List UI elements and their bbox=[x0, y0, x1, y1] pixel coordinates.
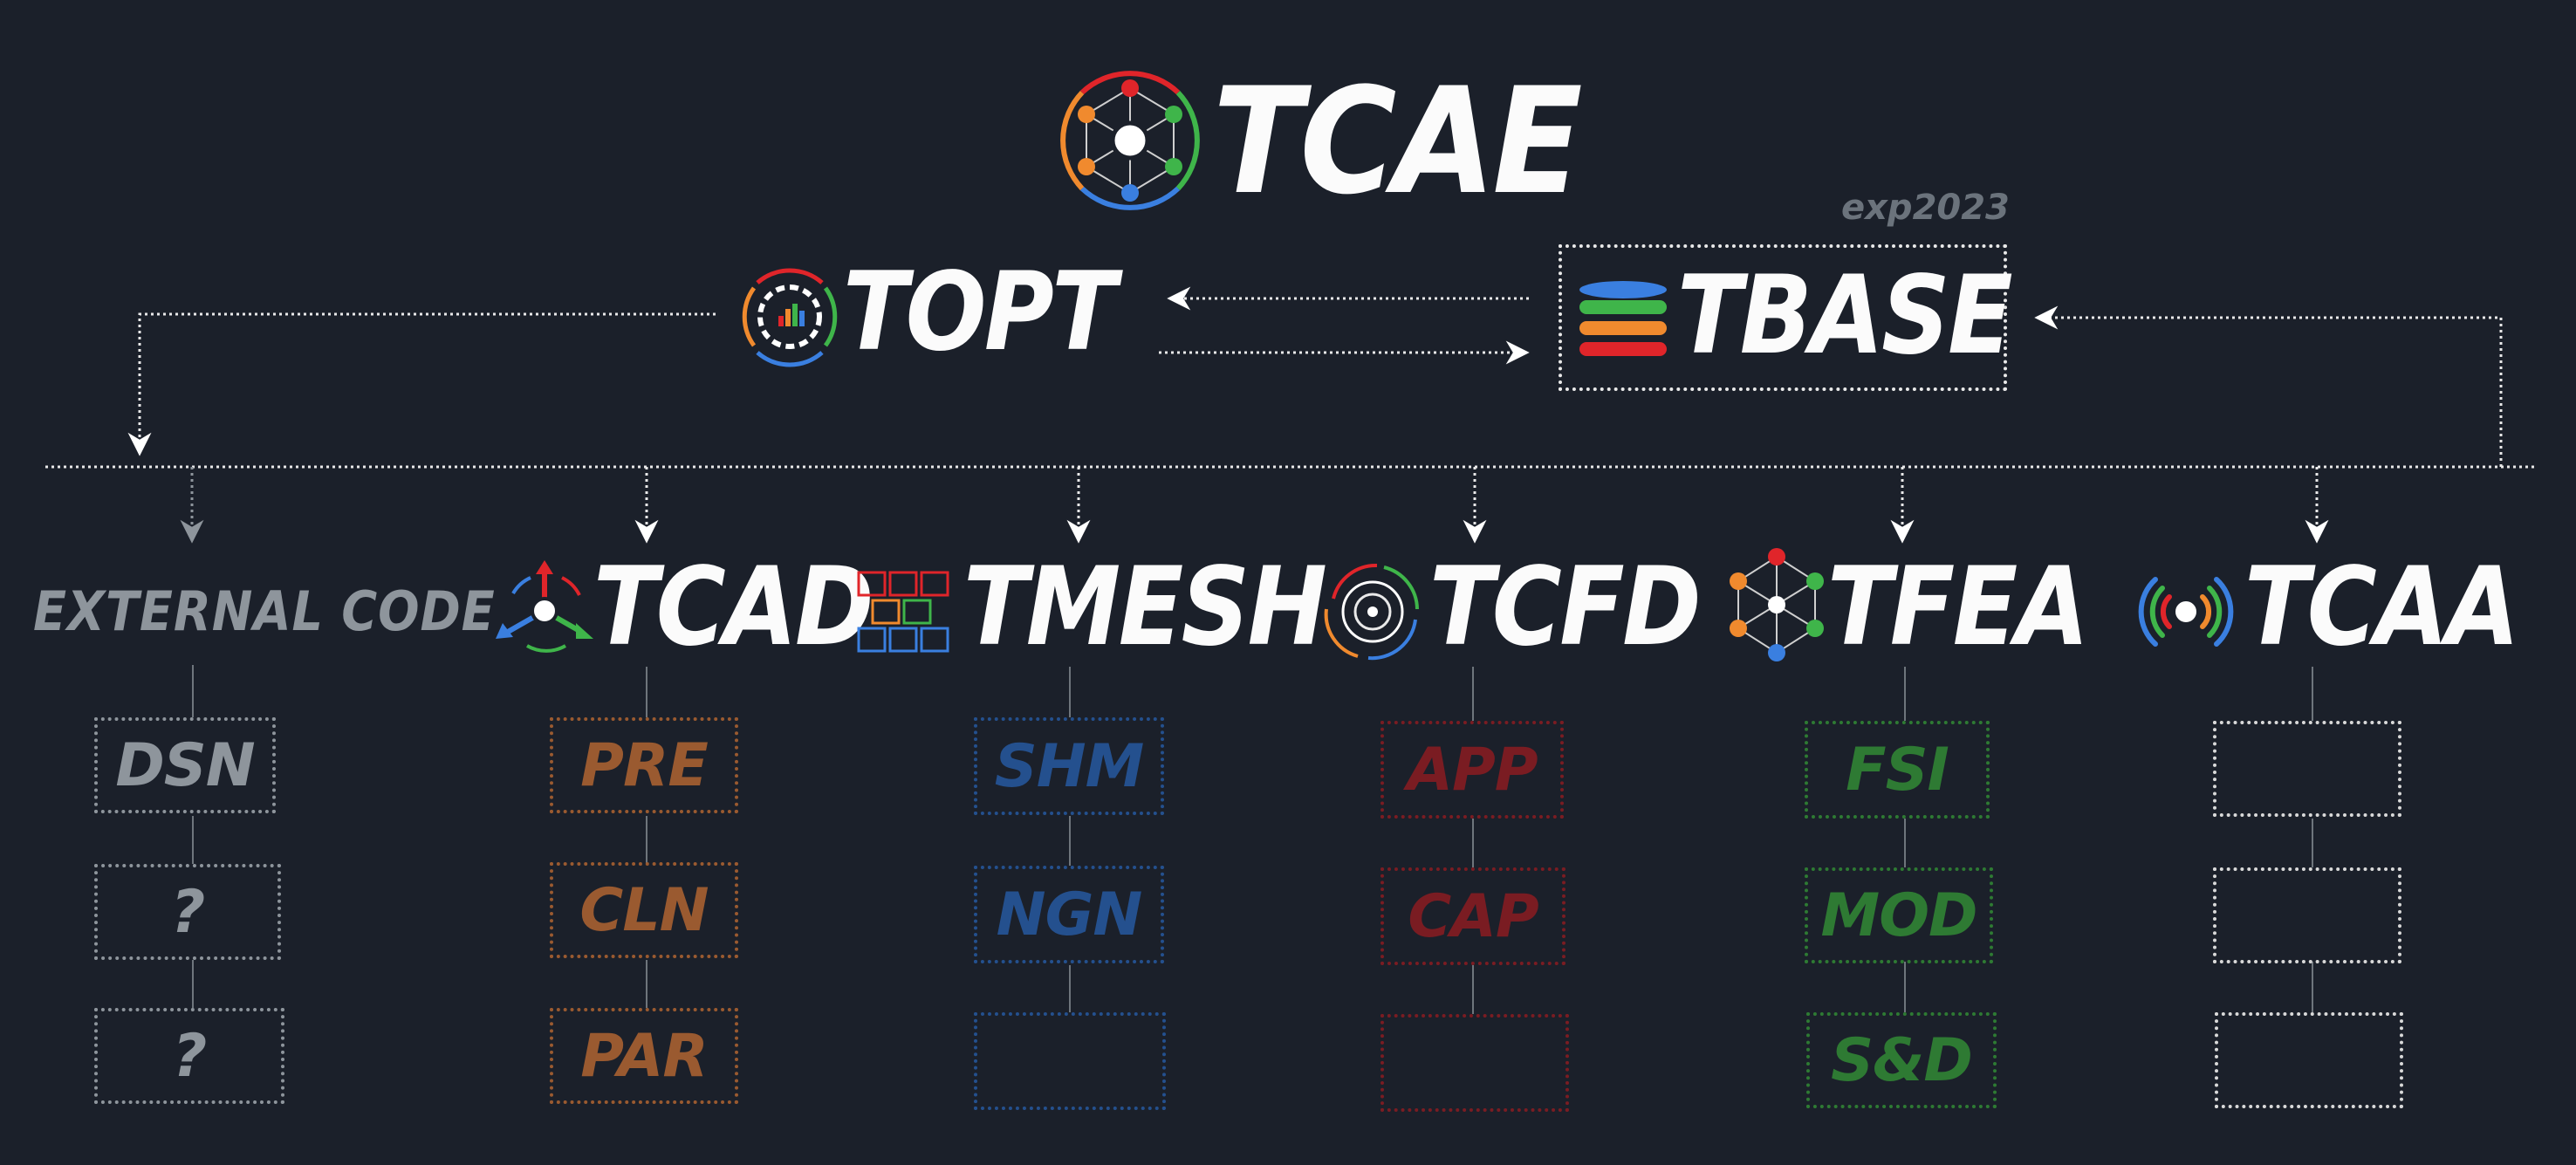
tmesh-title: TMESH bbox=[963, 545, 1327, 670]
tcad-title: TCAD bbox=[593, 545, 874, 670]
topt-title: TOPT bbox=[843, 250, 1117, 375]
network-cycle-icon bbox=[1047, 58, 1213, 227]
gear-cycle-icon bbox=[731, 258, 848, 379]
external-box-2: ? bbox=[94, 864, 281, 960]
topt-link-line bbox=[127, 312, 716, 456]
cube-grid-icon bbox=[855, 565, 958, 661]
tfea-box-sd: S&D bbox=[1806, 1012, 1997, 1108]
right-loop-line bbox=[2034, 305, 2503, 467]
external-code-title: EXTERNAL CODE bbox=[33, 579, 496, 643]
node-graph-icon bbox=[1724, 548, 1829, 665]
external-box-1: DSN bbox=[94, 717, 276, 813]
tcaa-box-3 bbox=[2215, 1012, 2403, 1108]
main-title: TCAE bbox=[1213, 56, 1583, 227]
tcaa-box-2 bbox=[2213, 867, 2401, 963]
database-stack-icon bbox=[1578, 278, 1668, 368]
external-box-3: ? bbox=[94, 1008, 284, 1104]
tcad-box-par: PAR bbox=[550, 1008, 738, 1104]
tcfd-box-empty bbox=[1380, 1014, 1569, 1112]
sound-wave-icon bbox=[2129, 564, 2243, 663]
tbase-version-tag: exp2023 bbox=[1841, 188, 2010, 228]
tfea-title: TFEA bbox=[1827, 545, 2089, 670]
tcfd-box-app: APP bbox=[1380, 721, 1564, 819]
tcaa-box-1 bbox=[2213, 721, 2401, 817]
tcfd-box-cap: CAP bbox=[1380, 867, 1565, 965]
tfea-box-fsi: FSI bbox=[1805, 721, 1990, 819]
tcfd-title: TCFD bbox=[1429, 545, 1702, 670]
tbase-box bbox=[1559, 244, 2007, 391]
tcaa-title: TCAA bbox=[2244, 545, 2520, 670]
tfea-box-mod: MOD bbox=[1805, 867, 1993, 963]
tmesh-box-ngn: NGN bbox=[974, 866, 1164, 963]
axes-icon bbox=[492, 559, 597, 667]
tbase-title: TBASE bbox=[1677, 253, 2013, 379]
tcad-box-pre: PRE bbox=[550, 717, 738, 813]
tmesh-box-empty bbox=[974, 1012, 1166, 1110]
tcad-box-cln: CLN bbox=[550, 862, 738, 958]
tmesh-box-shm: SHM bbox=[974, 717, 1164, 815]
vortex-icon bbox=[1316, 555, 1429, 672]
